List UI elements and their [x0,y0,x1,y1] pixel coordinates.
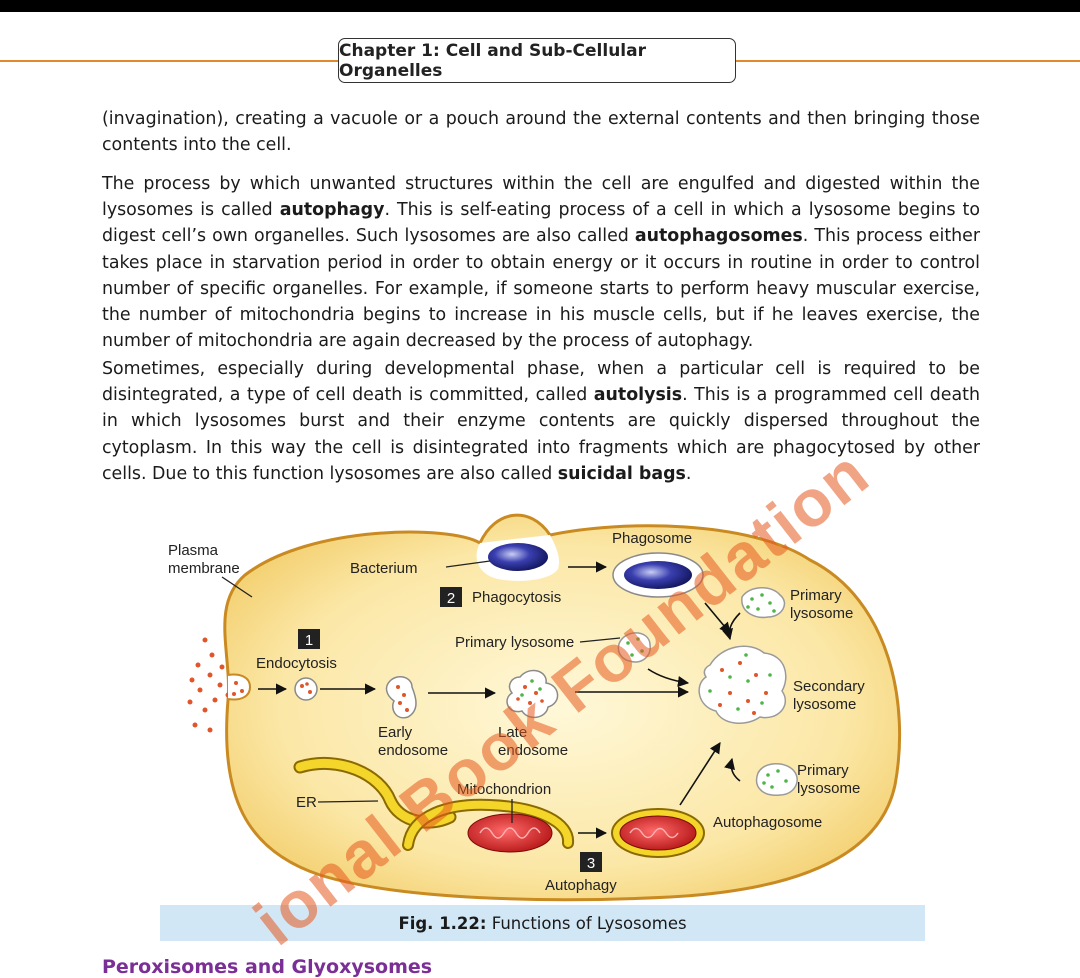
label-primary-lysosome-tr-2: lysosome [790,605,853,622]
label-autophagosome: Autophagosome [713,814,822,831]
top-black-bar [0,0,1080,12]
p2-text-b: . This is self-eating process of a cell … [102,200,980,247]
step-1-badge [298,629,320,649]
term-suicidal-bags: suicidal bags [557,463,686,484]
primary-lysosome-mid [617,632,651,663]
label-autophagy: Autophagy [545,877,617,894]
caption-prefix: Fig. 1.22: [398,913,487,933]
label-bacterium: Bacterium [350,560,418,577]
label-phagosome: Phagosome [612,530,692,547]
step-2-badge [440,587,462,607]
step-3-number: 3 [587,855,595,872]
label-primary-lysosome-mid: Primary lysosome [455,634,574,651]
mitochondrion [467,813,553,853]
header-rule-right [734,60,1080,62]
label-primary-lysosome-br-1: Primary [797,762,849,779]
label-er: ER [296,794,317,811]
p2-text-a: The process by which unwanted structures… [102,174,980,221]
header-rule-left [0,60,340,62]
primary-lysosome-bottom [755,763,798,797]
paragraph-autolysis: Sometimes, especially during development… [102,356,980,487]
lysosome-function-diagram: Plasma membrane 1 Endocytosis Early endo… [168,513,902,902]
chapter-title: Chapter 1: Cell and Sub-Cellular Organel… [339,40,646,81]
section-heading: Peroxisomes and Glyoxysomes [102,956,433,978]
label-plasma-membrane-2: membrane [168,560,240,577]
early-endosome [385,676,417,719]
step-1-number: 1 [305,632,313,649]
label-plasma-membrane-1: Plasma [168,542,219,559]
p3-text-a: Sometimes, especially during development… [102,359,980,406]
label-late-endosome-2: endosome [498,742,568,759]
endocytic-vesicle [294,677,318,701]
term-autophagosomes: autophagosomes [634,226,803,247]
label-phagocytosis: Phagocytosis [472,589,561,606]
label-primary-lysosome-br-2: lysosome [797,780,860,797]
late-endosome [506,669,559,719]
p2-text-c: . This process either takes place in sta… [102,226,981,352]
label-secondary-lysosome-2: lysosome [793,696,856,713]
bacterium [488,543,548,571]
label-early-endosome-2: endosome [378,742,448,759]
primary-lysosome-top [741,587,786,619]
label-primary-lysosome-tr-1: Primary [790,587,842,604]
caption-text: Functions of Lysosomes [486,913,687,933]
label-late-endosome-1: Late [498,724,527,741]
label-mitochondrion: Mitochondrion [457,781,551,798]
label-secondary-lysosome-1: Secondary [793,678,865,695]
label-endocytosis: Endocytosis [256,655,337,672]
term-autolysis: autolysis [593,385,683,406]
step-3-badge [580,852,602,872]
p3-text-c: . [685,463,692,484]
term-autophagy: autophagy [279,200,385,221]
figure-caption: Fig. 1.22: Functions of Lysosomes [160,905,925,941]
chapter-header: Chapter 1: Cell and Sub-Cellular Organel… [338,38,736,83]
label-early-endosome-1: Early [378,724,413,741]
paragraph-invagination: (invagination), creating a vacuole or a … [102,109,980,156]
step-2-number: 2 [447,590,455,607]
endocytic-pocket [227,673,252,701]
p3-text-b: . This is a programmed cell death in whi… [102,385,980,484]
paragraph-autophagy: The process by which unwanted structures… [102,171,980,354]
